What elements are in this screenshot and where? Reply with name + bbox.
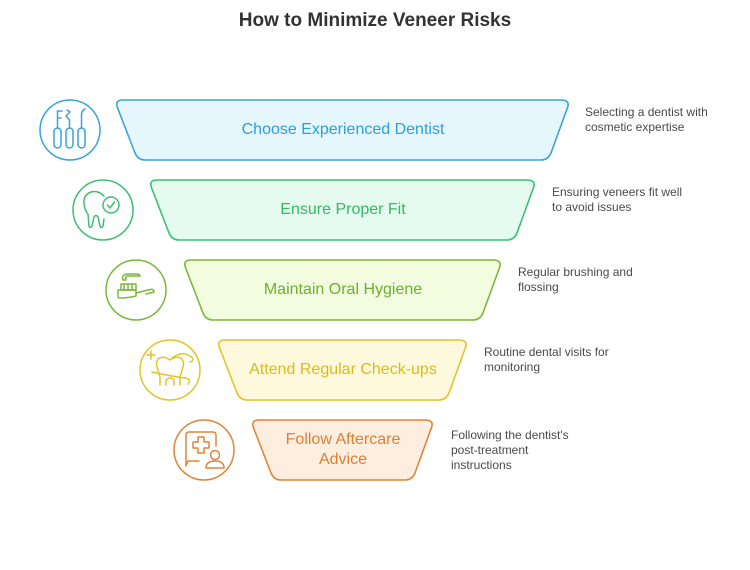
step-label-5: Follow Aftercare Advice xyxy=(263,430,423,470)
description-line: post-treatment xyxy=(451,443,529,457)
funnel-shape-1 xyxy=(116,99,569,161)
description-line: cosmetic expertise xyxy=(585,120,685,134)
toothbrush-icon xyxy=(105,259,167,321)
funnel-shape-3 xyxy=(184,259,501,321)
step-description-2: Ensuring veneers fit well to avoid issue… xyxy=(552,185,722,215)
description-line: instructions xyxy=(451,458,512,472)
step-description-1: Selecting a dentist with cosmetic expert… xyxy=(585,105,750,135)
description-line: to avoid issues xyxy=(552,200,632,214)
tooth-check-icon xyxy=(72,179,134,241)
description-line: flossing xyxy=(518,280,559,294)
step-label-4: Attend Regular Check-ups xyxy=(249,361,437,378)
funnel-step-3 xyxy=(105,259,501,321)
step-label-5-line-2: Advice xyxy=(318,451,368,468)
step-description-4: Routine dental visits for monitoring xyxy=(484,345,654,375)
description-line: monitoring xyxy=(484,360,541,374)
description-line: Selecting a dentist with xyxy=(585,105,708,119)
funnel-step-4 xyxy=(139,339,467,401)
tooth-floss-icon xyxy=(139,339,201,401)
description-line: Following the dentist's xyxy=(451,428,569,442)
funnel-step-1 xyxy=(39,99,569,161)
dental-tools-icon xyxy=(39,99,101,161)
description-line: Ensuring veneers fit well xyxy=(552,185,683,199)
step-description-5: Following the dentist's post-treatment i… xyxy=(451,428,621,473)
medical-chat-user-icon xyxy=(173,419,235,481)
funnel-shape-5 xyxy=(252,419,433,481)
step-label-5-line-1: Follow Aftercare xyxy=(285,431,401,448)
step-label-3: Maintain Oral Hygiene xyxy=(263,281,423,298)
description-line: Routine dental visits for xyxy=(484,345,609,359)
step-label-1: Choose Experienced Dentist xyxy=(241,121,445,138)
funnel-shape-2 xyxy=(150,179,535,241)
step-label-2: Ensure Proper Fit xyxy=(280,201,406,218)
funnel-step-5 xyxy=(173,419,433,481)
description-line: Regular brushing and xyxy=(518,265,633,279)
step-description-3: Regular brushing and flossing xyxy=(518,265,688,295)
diagram-title: How to Minimize Veneer Risks xyxy=(238,10,512,31)
funnel-step-2 xyxy=(72,179,535,241)
funnel-shape-4 xyxy=(218,339,467,401)
